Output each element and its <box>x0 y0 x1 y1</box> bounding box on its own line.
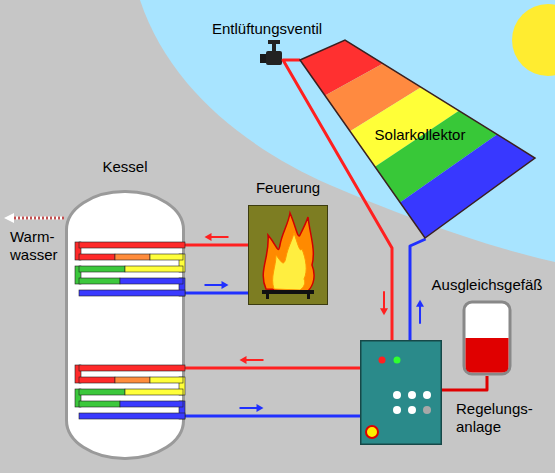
coil-tube <box>115 254 150 260</box>
outlet-arrow <box>4 213 14 223</box>
node-title: Feuerung <box>256 179 320 197</box>
control-button <box>423 391 431 399</box>
sky <box>140 0 555 262</box>
coil-tube <box>79 401 120 407</box>
collector-outline <box>300 40 535 238</box>
node-title: Solarkollektor <box>375 126 466 144</box>
node-title: Regelungs- anlage <box>456 400 546 436</box>
node-title: Ausgleichsgefäß <box>432 276 543 294</box>
flame-outer <box>263 213 314 291</box>
pipe-connector <box>410 239 426 340</box>
pipe-line <box>185 292 248 295</box>
outlet-pipe-dots <box>14 217 64 220</box>
coil-tube <box>125 389 183 395</box>
furnace: Feuerung <box>248 205 328 305</box>
burner-leg <box>266 294 269 299</box>
outlet-label: Warm- wasser <box>10 228 66 264</box>
pipe-line <box>442 376 487 390</box>
control-button <box>408 391 416 399</box>
coil-tube <box>125 266 183 272</box>
sun <box>512 4 555 76</box>
pipe-line <box>185 367 360 370</box>
flow-arrow-head <box>205 233 212 241</box>
flow-arrow-shaft <box>244 359 263 361</box>
control-button <box>393 391 401 399</box>
flow-arrow-head <box>257 404 264 412</box>
control-knob <box>366 426 378 438</box>
pipe-line <box>185 244 248 247</box>
burner-leg <box>307 294 310 299</box>
valve-stem <box>272 43 276 52</box>
control-button <box>423 406 431 414</box>
flow-arrow-shaft <box>210 236 229 238</box>
valve-label: Entlüftungsventil <box>212 20 322 38</box>
coil-tube <box>120 401 183 407</box>
furnace-shape <box>248 205 328 305</box>
flow-arrow-shaft <box>383 291 385 310</box>
coil-tube <box>79 389 125 395</box>
burner-plate <box>262 290 314 294</box>
flow-arrow-head <box>240 356 247 364</box>
control-button <box>408 406 416 414</box>
coil-tube <box>79 365 185 371</box>
control-button <box>393 406 401 414</box>
flow-arrow-shaft <box>419 305 421 324</box>
flame-inner <box>273 233 307 290</box>
pipe-line <box>185 415 360 418</box>
vessel-fluid <box>466 338 509 373</box>
outlet-pipe <box>14 217 64 220</box>
pipe-connector <box>185 281 248 293</box>
collector-band <box>400 134 535 238</box>
vent-valve-symbol <box>260 40 282 65</box>
warm-water-outlet <box>4 213 64 223</box>
coil-tube <box>79 377 115 383</box>
coil-tube <box>120 278 183 284</box>
pipe-connector <box>185 356 360 368</box>
pipe-connector <box>185 233 248 245</box>
pipe-connector <box>442 376 487 390</box>
solar-collector: Solarkollektor <box>300 38 536 239</box>
valve-body <box>266 51 282 65</box>
valve-knob <box>268 40 280 44</box>
coil-tube <box>150 254 183 260</box>
expansion-vessel: Ausgleichsgefäß <box>462 300 512 376</box>
coil-tube <box>79 242 185 248</box>
storage-tank-shape <box>65 190 185 460</box>
flow-arrow-head <box>416 300 424 307</box>
furnace-box <box>249 206 328 305</box>
status-led <box>379 357 386 364</box>
control-unit-shape <box>360 340 442 445</box>
flow-arrow-shaft <box>240 407 259 409</box>
expansion-vessel-shape <box>462 300 512 376</box>
valve-nut <box>260 54 267 63</box>
flow-arrow-head <box>222 281 229 289</box>
coil-tube <box>115 377 150 383</box>
control-box <box>361 341 442 445</box>
coil-tube <box>79 254 115 260</box>
node-title: Kessel <box>102 158 147 176</box>
flow-arrow-shaft <box>204 284 223 286</box>
coil-tube <box>79 290 185 296</box>
status-led <box>394 357 401 364</box>
coil-tube <box>79 278 120 284</box>
control-unit: Regelungs- anlage <box>360 340 442 445</box>
coil-tube <box>79 266 125 272</box>
coil-tube <box>150 377 183 383</box>
flow-arrow-head <box>380 308 388 315</box>
pipe-line <box>410 239 426 340</box>
pipe-connector <box>185 404 360 416</box>
coil-tube <box>79 413 185 419</box>
vessel-outline <box>464 302 510 374</box>
storage-tank: Kessel <box>65 190 185 460</box>
